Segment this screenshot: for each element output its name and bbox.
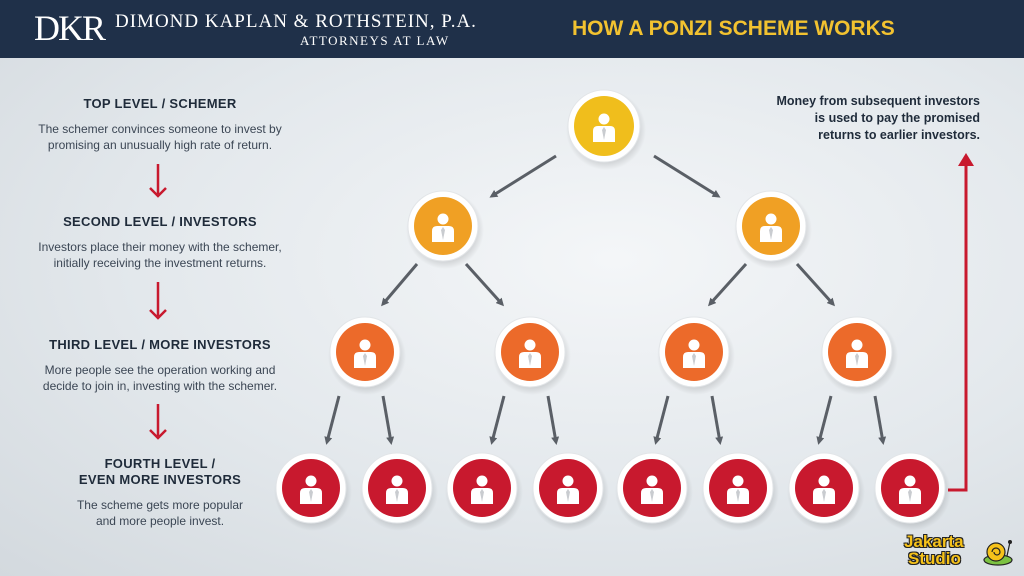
watermark-line2: Studio [908, 549, 961, 568]
level3-heading: THIRD LEVEL / MORE INVESTORS [49, 337, 271, 352]
level4-heading-line2: EVEN MORE INVESTORS [78, 472, 242, 487]
level2-desc-line1: Investors place their money with the sch… [38, 240, 282, 254]
note-line1: Money from subsequent investors [776, 94, 980, 108]
firm-logo: DKR [34, 8, 106, 48]
arrow-l3-1-right [546, 395, 560, 445]
person-icon [432, 213, 454, 242]
investor-node-level3-1 [328, 316, 406, 395]
return-arrow [948, 166, 968, 492]
level1-description: The schemer convinces someone to invest … [10, 121, 310, 153]
investor-node-level3-2 [493, 316, 571, 395]
investor-node-level3-4 [820, 316, 898, 395]
level1-desc-line2: promising an unusually high rate of retu… [47, 138, 273, 152]
investor-node-level4-1 [274, 452, 352, 531]
person-icon [386, 475, 408, 504]
firm-name: DIMOND KAPLAN & ROTHSTEIN, P.A. [115, 11, 477, 32]
level1-desc-line1: The schemer convinces someone to invest … [38, 122, 282, 136]
level3-desc-line1: More people see the operation working an… [44, 363, 276, 377]
level4-heading: FOURTH LEVEL / EVEN MORE INVESTORS [10, 456, 310, 488]
arrow-l2a-to-l3b [464, 262, 505, 307]
person-icon [354, 339, 376, 368]
arrow-l3-0-right [381, 395, 395, 445]
level4-desc-line2: and more people invest. [95, 514, 225, 528]
investor-node-level4-6 [701, 452, 779, 531]
level2-heading: SECOND LEVEL / INVESTORS [63, 214, 257, 229]
person-icon [593, 113, 615, 142]
investor-node-level4-8 [873, 452, 951, 531]
investor-node-level2-1 [406, 190, 484, 269]
snail-icon [983, 540, 1013, 566]
header-bar: DKR DIMOND KAPLAN & ROTHSTEIN, P.A. ATTO… [0, 0, 1024, 58]
arrow-l3-2-left [653, 395, 670, 445]
person-icon [519, 339, 541, 368]
down-arrow-head-3 [149, 429, 167, 440]
level3-description: More people see the operation working an… [10, 362, 310, 394]
investor-node-level1-1 [566, 89, 646, 170]
investor-node-level4-7 [787, 452, 865, 531]
investor-node-level2-2 [734, 190, 812, 269]
level3-desc-line2: decide to join in, investing with the sc… [42, 379, 278, 393]
person-icon [760, 213, 782, 242]
level4-description: The scheme gets more popular and more pe… [10, 497, 310, 529]
arrow-l2a-to-l3a [381, 263, 419, 307]
person-icon [813, 475, 835, 504]
watermark-logo: Jakarta Studio [898, 532, 1016, 570]
person-icon [471, 475, 493, 504]
person-icon [641, 475, 663, 504]
level4-heading-line1: FOURTH LEVEL / [104, 456, 216, 471]
investor-node-level3-3 [657, 316, 735, 395]
arrow-l3-3-left [816, 395, 833, 445]
note-line3: returns to earlier investors. [818, 128, 980, 142]
arrow-l2b-to-l3c [707, 262, 748, 307]
person-icon [683, 339, 705, 368]
arrow-l3-1-left [489, 395, 506, 445]
level1-heading: TOP LEVEL / SCHEMER [83, 96, 237, 111]
note-line2: is used to pay the promised [814, 111, 980, 125]
investor-node-level4-3 [445, 452, 523, 531]
person-icon [899, 475, 921, 504]
person-icon [727, 475, 749, 504]
arrow-top-to-right [653, 154, 721, 198]
investor-node-level4-4 [531, 452, 609, 531]
firm-subtitle: ATTORNEYS AT LAW [300, 33, 450, 48]
investor-node-level4-2 [360, 452, 438, 531]
arrow-l2b-to-l3d [795, 262, 836, 307]
watermark-line1: Jakarta [904, 532, 964, 551]
investor-node-level4-5 [615, 452, 693, 531]
down-arrow-head-2 [149, 309, 167, 320]
level2-description: Investors place their money with the sch… [10, 239, 310, 271]
page-title: HOW A PONZI SCHEME WORKS [572, 17, 895, 40]
level4-desc-line1: The scheme gets more popular [76, 498, 244, 512]
return-arrow-head [958, 153, 974, 166]
person-icon [846, 339, 868, 368]
person-icon [300, 475, 322, 504]
arrow-top-to-left [489, 154, 557, 198]
arrow-l3-0-left [324, 395, 341, 445]
person-icon [557, 475, 579, 504]
level2-desc-line2: initially receiving the investment retur… [53, 256, 267, 270]
down-arrow-head-1 [149, 187, 167, 198]
arrow-l3-2-right [710, 395, 724, 445]
return-note: Money from subsequent investors is used … [720, 93, 980, 144]
arrow-l3-3-right [873, 395, 887, 445]
